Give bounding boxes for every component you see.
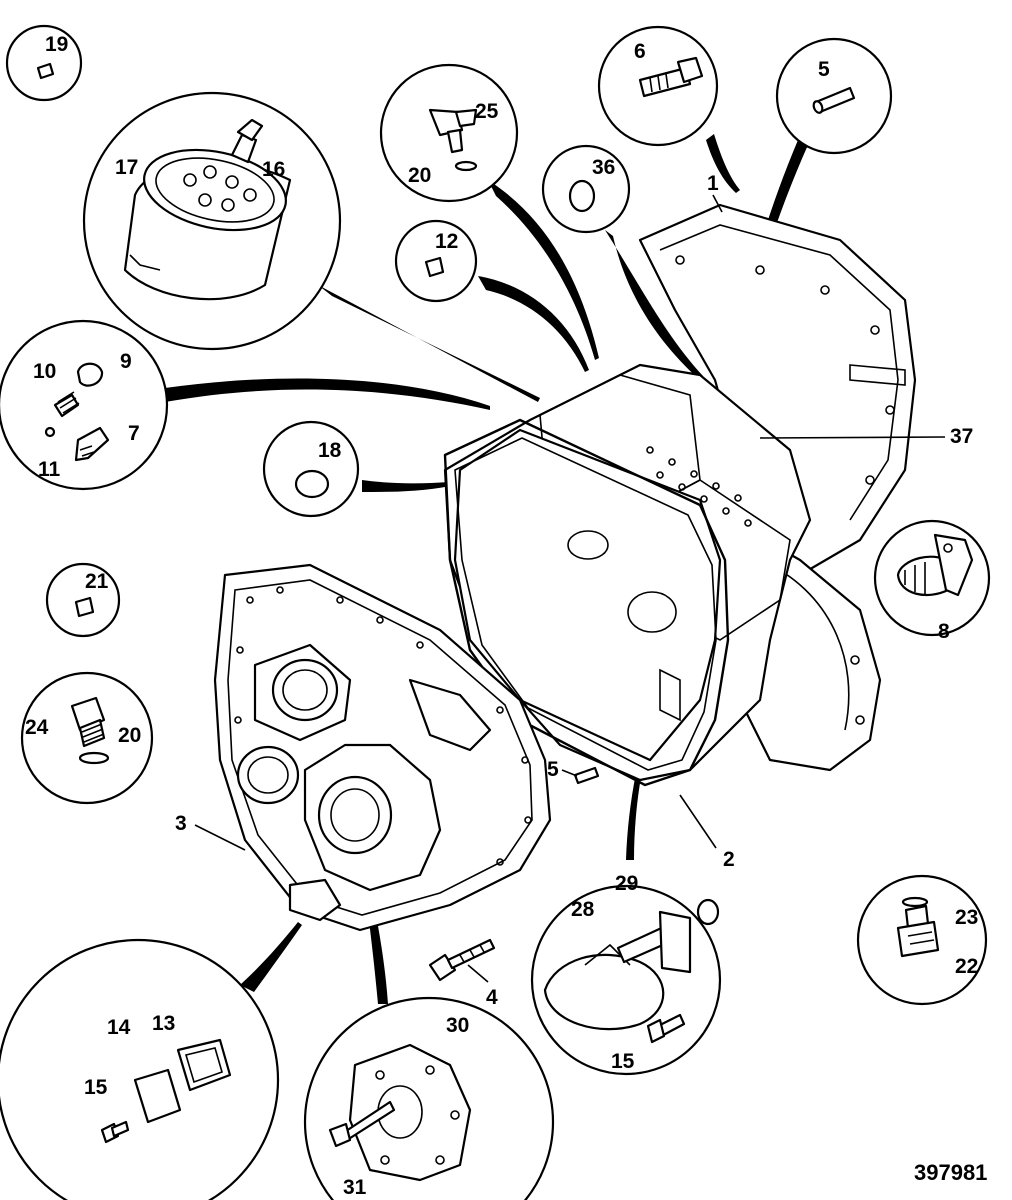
callout-31: 31 xyxy=(343,1176,367,1199)
front-cover-gasket xyxy=(443,418,730,787)
callout-3: 3 xyxy=(175,812,187,835)
callout-29: 29 xyxy=(615,872,638,895)
callout-21: 21 xyxy=(85,570,109,593)
bubble-28-29 xyxy=(530,884,722,1076)
bubble-22-23 xyxy=(856,874,988,1006)
callout-28: 28 xyxy=(571,898,595,921)
bubble-5-pin xyxy=(775,37,893,155)
callout-labels: 1 2 3 4 5 5 6 7 8 9 10 11 12 13 14 15 15… xyxy=(25,33,978,1199)
leader-18-bubble xyxy=(362,480,450,492)
callout-23: 23 xyxy=(955,906,978,929)
callout-13: 13 xyxy=(152,1012,175,1035)
bubble-21 xyxy=(45,562,121,638)
callout-1: 1 xyxy=(707,172,719,195)
callout-36: 36 xyxy=(592,156,615,179)
leader-valve-bubble xyxy=(165,378,490,410)
leader-12-bubble xyxy=(478,276,589,372)
callout-20-top: 20 xyxy=(408,164,431,187)
callout-25: 25 xyxy=(475,100,499,123)
bubble-36 xyxy=(541,144,631,234)
bubble-25 xyxy=(379,63,519,203)
callout-22: 22 xyxy=(955,955,978,978)
callout-37: 37 xyxy=(950,425,973,448)
bubble-12 xyxy=(394,219,478,303)
leader-36-bubble xyxy=(605,230,703,380)
callout-5-bubble: 5 xyxy=(818,58,830,81)
callout-15-cover: 15 xyxy=(84,1076,108,1099)
callout-5-pin: 5 xyxy=(547,758,559,781)
front-casing-bolt-holes xyxy=(234,586,532,866)
bubble-filter xyxy=(82,91,342,351)
leader-25-bubble xyxy=(488,180,599,360)
callout-17: 17 xyxy=(115,156,138,179)
callout-24: 24 xyxy=(25,716,49,739)
callout-16: 16 xyxy=(262,158,285,181)
leader-6-bubble xyxy=(706,134,740,193)
dowel-pin-5 xyxy=(573,766,600,785)
callout-19: 19 xyxy=(45,33,68,56)
callout-9: 9 xyxy=(120,350,132,373)
bolt-4 xyxy=(428,938,496,982)
callout-10: 10 xyxy=(33,360,56,383)
callout-8: 8 xyxy=(938,620,950,643)
front-casing xyxy=(213,563,552,932)
callout-15-bolt: 15 xyxy=(611,1050,635,1073)
callout-30: 30 xyxy=(446,1014,469,1037)
leader-gasket-2 xyxy=(626,688,665,860)
bubble-6 xyxy=(597,25,719,147)
callout-11: 11 xyxy=(38,458,61,481)
bubble-8 xyxy=(873,519,991,637)
rear-bellhousing xyxy=(638,203,917,577)
callout-18: 18 xyxy=(318,439,342,462)
callout-4: 4 xyxy=(486,986,498,1009)
callout-7: 7 xyxy=(128,422,140,445)
leader-cover-bubble xyxy=(240,922,302,992)
bubble-valve xyxy=(0,319,169,491)
bubble-19 xyxy=(5,24,83,102)
callout-12: 12 xyxy=(435,230,458,253)
bubble-13-14-15 xyxy=(0,938,280,1200)
callout-20-left: 20 xyxy=(118,724,141,747)
main-gearbox-casing xyxy=(443,363,812,782)
figure-reference-number: 397981 xyxy=(914,1160,987,1185)
leader-filter-bubble xyxy=(318,285,540,402)
bubble-18 xyxy=(262,420,360,518)
bubble-30-31 xyxy=(303,996,555,1200)
callout-14: 14 xyxy=(107,1016,131,1039)
callout-6: 6 xyxy=(634,40,646,63)
callout-2: 2 xyxy=(723,848,735,871)
casing-bolt-holes xyxy=(646,446,752,527)
bubble-24 xyxy=(20,671,154,805)
